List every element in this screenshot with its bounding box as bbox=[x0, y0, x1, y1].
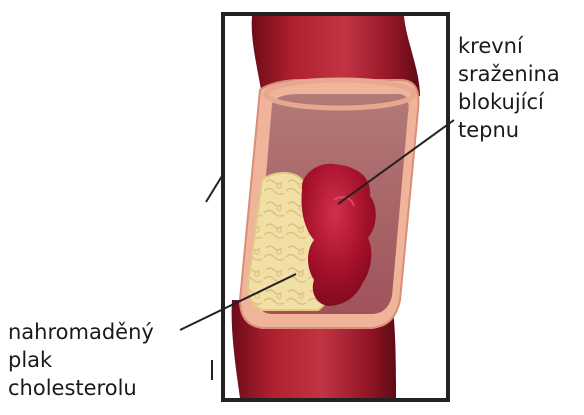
plaque-label-line-3: cholesterolu bbox=[8, 374, 154, 402]
plaque-label-line-2: plak bbox=[8, 346, 154, 374]
clot-label-line-4: tepnu bbox=[458, 116, 560, 144]
plaque-label: nahromaděný plak cholesterolu bbox=[8, 318, 154, 402]
left-tick-mark bbox=[206, 176, 222, 202]
clot-label-line-3: blokující bbox=[458, 88, 560, 116]
clot-label-line-1: krevní bbox=[458, 32, 560, 60]
clot-label: krevní sraženina blokující tepnu bbox=[458, 32, 560, 144]
plaque-label-line-1: nahromaděný bbox=[8, 318, 154, 346]
clot-label-line-2: sraženina bbox=[458, 60, 560, 88]
